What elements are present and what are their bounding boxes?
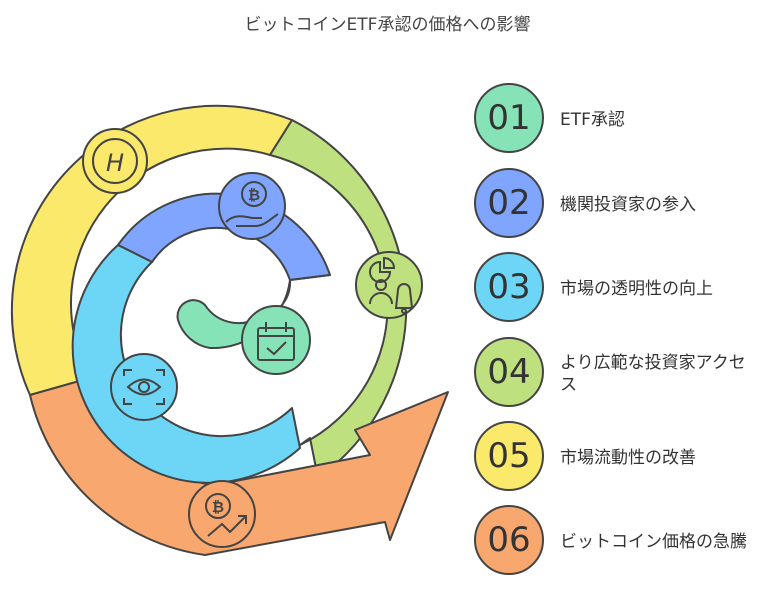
eye-scan-icon xyxy=(123,369,165,405)
outer-yellow-segment xyxy=(10,104,293,396)
step-number-badge: 06 xyxy=(474,505,544,575)
step-number-badge: 01 xyxy=(474,83,544,153)
svg-text:₿: ₿ xyxy=(212,498,224,516)
bitcoin-growth-icon-circle xyxy=(188,480,256,548)
svg-text:H: H xyxy=(106,149,124,177)
step-03: 03 市場の透明性の向上 xyxy=(474,252,764,326)
step-label: 市場の透明性の向上 xyxy=(560,279,713,299)
step-label: より広範な投資家アクセス xyxy=(560,353,746,395)
step-label: ETF承認 xyxy=(560,110,625,130)
diagram-title: ビットコインETF承認の価格への影響 xyxy=(244,15,531,35)
step-number-badge: 04 xyxy=(474,337,544,407)
step-label: 機関投資家の参入 xyxy=(560,195,696,215)
step-06: 06 ビットコイン価格の急騰 xyxy=(474,505,764,579)
step-number-badge: 03 xyxy=(474,252,544,322)
step-04: 04 より広範な投資家アクセス xyxy=(474,337,764,411)
step-label: ビットコイン価格の急騰 xyxy=(560,532,747,552)
step-label: 市場流動性の改善 xyxy=(560,448,696,468)
step-02: 02 機関投資家の参入 xyxy=(474,168,764,242)
chart-bell-icon xyxy=(369,256,414,314)
eye-icon-circle xyxy=(110,353,178,421)
step-number-badge: 02 xyxy=(474,168,544,238)
chart-person-icon-circle xyxy=(355,251,423,319)
step-number-badge: 05 xyxy=(474,421,544,491)
svg-text:₿: ₿ xyxy=(248,186,260,204)
h-icon: H xyxy=(92,138,138,184)
step-01: 01 ETF承認 xyxy=(474,83,764,157)
bitcoin-growth-icon: ₿ xyxy=(205,493,247,537)
calendar-icon-circle xyxy=(241,305,311,375)
calendar-check-icon xyxy=(257,322,295,361)
step-05: 05 市場流動性の改善 xyxy=(474,421,764,495)
bitcoin-hand-icon: ₿ xyxy=(225,181,279,227)
